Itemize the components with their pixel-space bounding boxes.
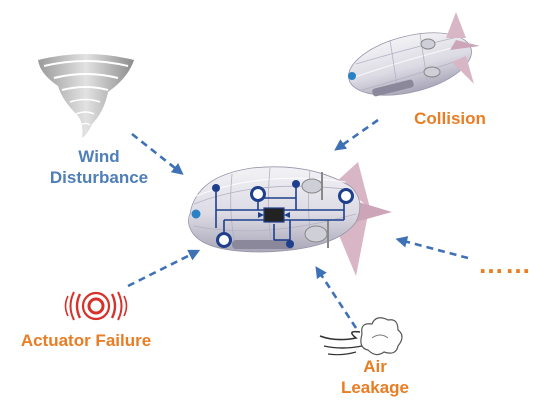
arrow-air: [315, 266, 358, 329]
tornado-icon: [38, 54, 134, 138]
label-collision: Collision: [414, 109, 486, 128]
label-air-line2: Leakage: [340, 378, 410, 397]
label-wind-line1: Wind: [78, 147, 120, 166]
vibrating-actuator-icon: [64, 291, 128, 321]
airship-icon: [188, 162, 392, 276]
label-actuator-failure: Actuator Failure: [20, 331, 152, 350]
arrow-actuator: [127, 249, 201, 288]
label-more-ellipsis: ……: [478, 249, 532, 279]
label-wind-line2: Disturbance: [49, 168, 149, 187]
airship-collision: [348, 12, 480, 97]
label-air-line1: Air: [363, 357, 387, 376]
arrow-more: [395, 236, 469, 260]
label-wind-disturbance: Wind Disturbance: [44, 146, 154, 188]
air-leak-puff-icon: [319, 317, 403, 356]
arrows: [127, 118, 469, 329]
arrow-wind: [131, 132, 184, 175]
label-air-leakage: Air Leakage: [340, 356, 410, 398]
arrow-collision: [334, 118, 379, 151]
